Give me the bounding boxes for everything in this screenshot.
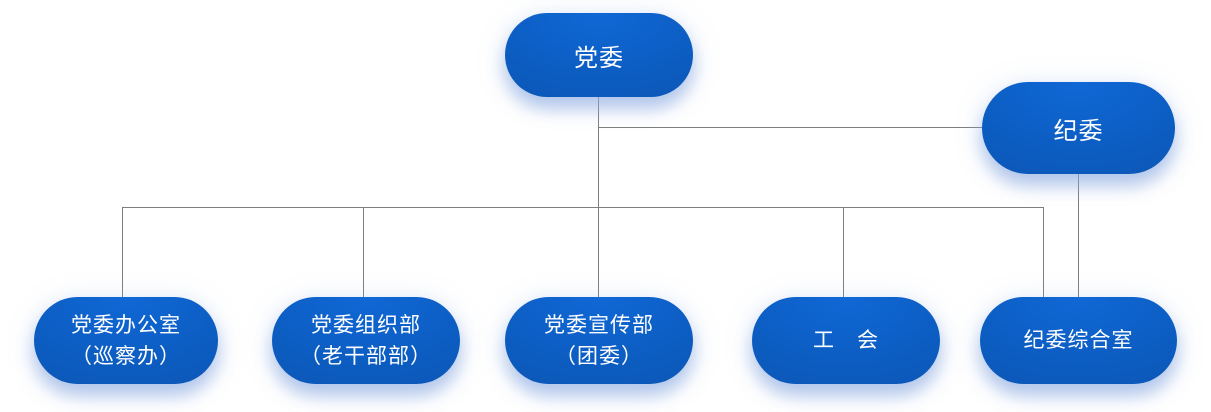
node-label: 纪委 [1053, 116, 1104, 145]
node-party-committee-office: 党委办公室 （巡察办） [34, 297, 218, 384]
node-discipline-committee: 纪委 [982, 82, 1175, 174]
connector-drop-party-office [122, 207, 123, 297]
connector-drop-discipline-office [1043, 207, 1044, 297]
node-party-committee: 党委 [505, 13, 693, 97]
node-organization-department: 党委组织部 （老干部部） [272, 297, 460, 384]
node-label: 党委 [574, 43, 624, 72]
node-label-line1: 工 会 [813, 328, 879, 353]
connector-discipline-vertical [1078, 174, 1079, 297]
node-discipline-comprehensive-office: 纪委综合室 [980, 297, 1177, 384]
node-label-line1: 纪委综合室 [1023, 328, 1134, 353]
connector-root-vertical [598, 97, 599, 297]
node-propaganda-department: 党委宣传部 （团委） [505, 297, 693, 384]
node-label-line1: 党委组织部 [311, 313, 421, 338]
connector-drop-labor-union [843, 207, 844, 297]
connector-main-horizontal-bar [122, 207, 1043, 208]
node-label-line2: （老干部部） [300, 343, 432, 368]
node-label-line1: 党委办公室 [71, 313, 181, 338]
connector-drop-organization-dept [363, 207, 364, 297]
connector-root-to-discipline [598, 127, 982, 128]
node-labor-union: 工 会 [752, 297, 940, 384]
node-label-line2: （团委） [555, 343, 643, 368]
node-label-line1: 党委宣传部 [544, 313, 654, 338]
node-label-line2: （巡察办） [71, 343, 181, 368]
